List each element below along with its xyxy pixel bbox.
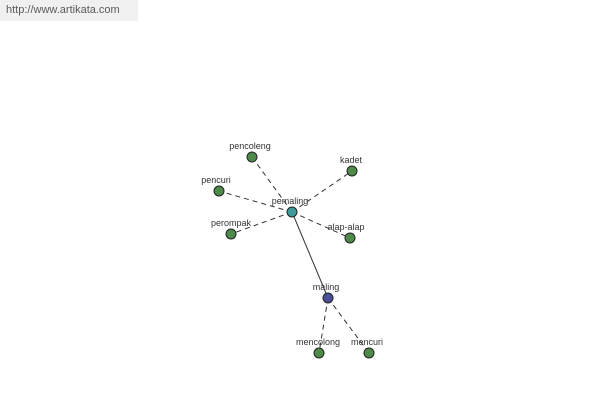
node-pemaling-label: pemaling [272,196,309,206]
node-alap-alap[interactable]: alap-alap [327,222,365,244]
node-pencuri[interactable]: pencuri [201,175,231,197]
node-mencolong-dot [313,347,325,359]
node-mencuri-dot [363,347,375,359]
node-pencuri-label: pencuri [201,175,231,185]
node-kadet-label: kadet [340,155,363,165]
edge-pemaling-maling [291,211,329,299]
source-link[interactable]: http://www.artikata.com [0,0,138,21]
node-mencolong-label: mencolong [296,337,340,347]
node-kadet-dot [346,165,358,177]
node-pencoleng-label: pencoleng [229,141,271,151]
node-perompak[interactable]: perompak [211,218,252,240]
node-mencolong[interactable]: mencolong [296,337,340,359]
edge-maling-mencuri [327,297,370,354]
node-mencuri[interactable]: mencuri [351,337,383,359]
node-maling-dot [322,292,334,304]
node-maling[interactable]: maling [313,282,340,304]
edge-pemaling-pencoleng [251,156,293,213]
node-pencuri-dot [213,185,225,197]
node-kadet[interactable]: kadet [340,155,363,177]
node-maling-label: maling [313,282,340,292]
node-alap-alap-label: alap-alap [327,222,364,232]
node-mencuri-label: mencuri [351,337,383,347]
node-perompak-dot [225,228,237,240]
node-pencoleng-dot [246,151,258,163]
edge-pemaling-kadet [291,170,353,213]
edge-pemaling-alap-alap [291,211,351,239]
node-pemaling[interactable]: pemaling [272,196,309,218]
node-pencoleng[interactable]: pencoleng [229,141,271,163]
edge-pemaling-pencuri [218,190,293,213]
node-alap-alap-dot [344,232,356,244]
edge-pemaling-perompak [230,211,293,235]
node-perompak-label: perompak [211,218,252,228]
edge-maling-mencolong [318,297,329,354]
node-pemaling-dot [286,206,298,218]
